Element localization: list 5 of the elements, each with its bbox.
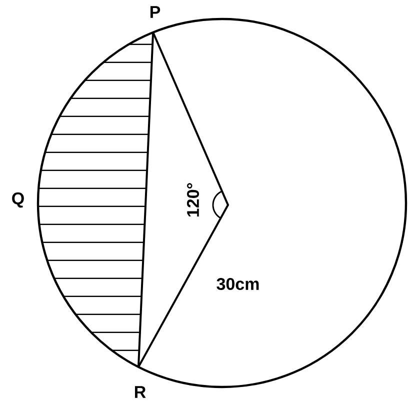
point-label: 120° [186,183,200,216]
point-label: P [150,6,160,18]
point-label: 30cm [216,278,259,290]
point-label: Q [12,192,24,208]
point-label: R [135,386,146,398]
